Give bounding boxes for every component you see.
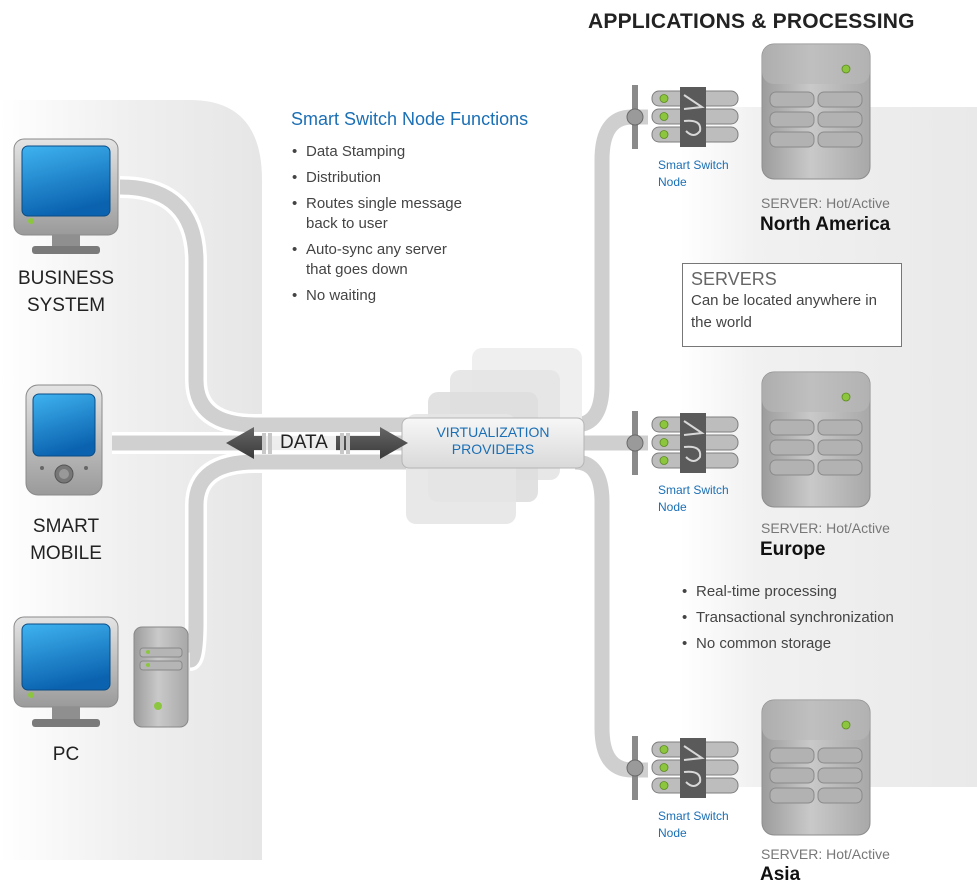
server-icon	[761, 371, 871, 508]
server-role-label: SERVER: Hot/Active	[761, 195, 890, 211]
smart-switch-functions-title: Smart Switch Node Functions	[291, 109, 529, 129]
servers-info-box: SERVERS Can be located anywhere in the w…	[682, 263, 902, 347]
smart-switch-node-icon	[626, 736, 739, 800]
list-item: Data Stamping	[292, 142, 522, 162]
virtualization-providers-label: VIRTUALIZATION PROVIDERS	[436, 424, 550, 457]
smart-mobile-icon	[25, 384, 103, 496]
list-item: Transactional synchronization	[682, 608, 962, 628]
server-role-label: SERVER: Hot/Active	[761, 846, 890, 862]
servers-info-text: Can be located anywhere in the world	[691, 292, 877, 331]
pc-tower-icon	[133, 626, 189, 728]
business-system-label: BUSINESS SYSTEM	[17, 268, 115, 316]
page-title: APPLICATIONS & PROCESSING	[588, 10, 915, 33]
server-role-label: SERVER: Hot/Active	[761, 520, 890, 536]
list-item: No waiting	[292, 286, 522, 306]
server-icon	[761, 43, 871, 180]
data-arrow	[226, 427, 408, 459]
list-item: Auto-sync any server that goes down	[292, 240, 522, 280]
list-item: Real-time processing	[682, 582, 962, 602]
list-item: Distribution	[292, 168, 522, 188]
europe-features-list: Real-time processing Transactional synch…	[682, 582, 962, 660]
business-system-monitor-icon	[13, 138, 119, 254]
list-item: No common storage	[682, 634, 962, 654]
server-icon	[761, 699, 871, 836]
smart-switch-node-label: Smart Switch Node	[658, 809, 729, 840]
list-item: Routes single message back to user	[292, 194, 522, 234]
smart-switch-node-label: Smart Switch Node	[658, 483, 729, 514]
server-region-north-america: North America	[760, 214, 891, 235]
pc-label: PC	[52, 744, 80, 765]
server-region-asia: Asia	[760, 864, 801, 885]
pc-monitor-icon	[13, 616, 119, 727]
servers-info-title: SERVERS	[691, 269, 777, 289]
smart-switch-node-icon	[626, 411, 739, 475]
smart-switch-node-label: Smart Switch Node	[658, 158, 729, 189]
smart-mobile-label: SMART MOBILE	[30, 516, 102, 564]
smart-switch-functions-list: Data Stamping Distribution Routes single…	[292, 142, 522, 312]
smart-switch-node-icon	[626, 85, 739, 149]
data-label: DATA	[280, 432, 328, 453]
server-region-europe: Europe	[760, 539, 826, 560]
